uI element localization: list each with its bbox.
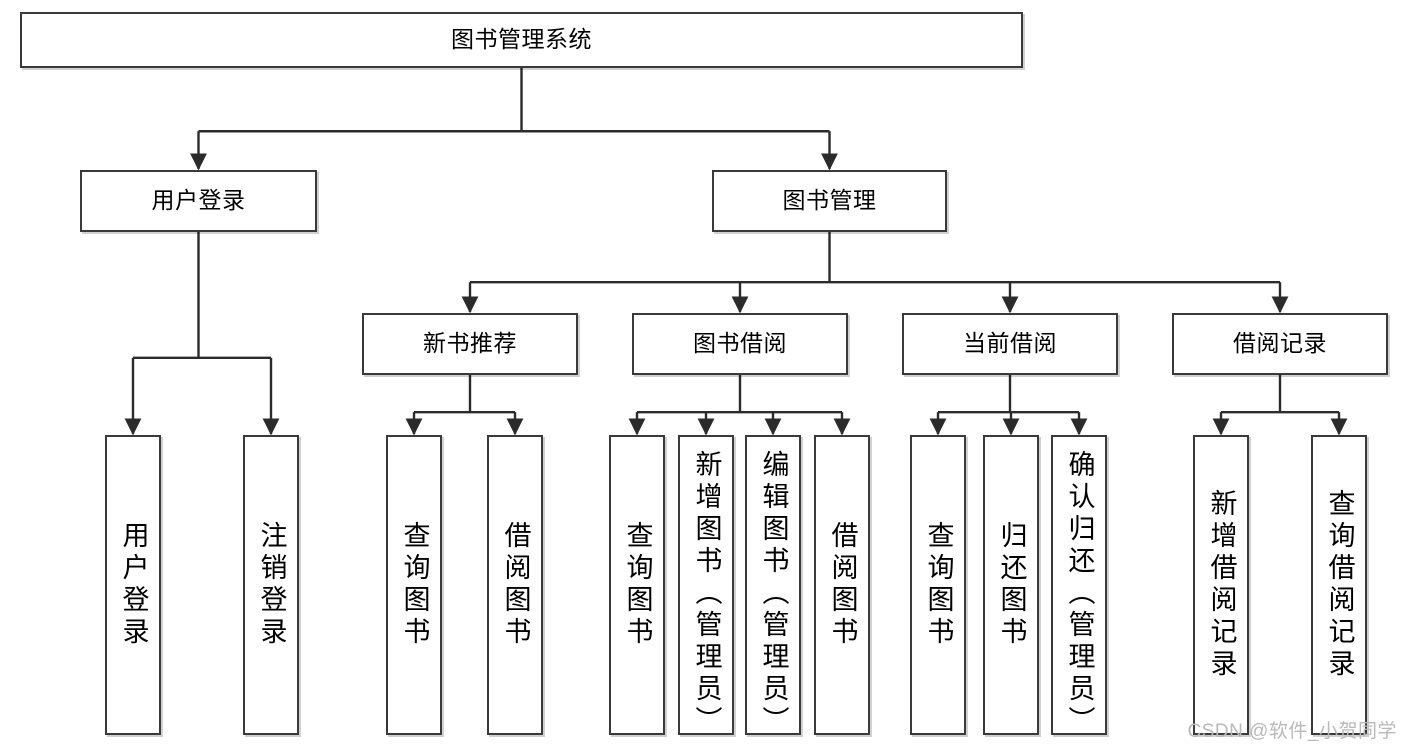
node-label: 用户登录 — [118, 521, 149, 649]
node-borrow[interactable]: 图书借阅 — [632, 313, 848, 375]
node-login[interactable]: 用户登录 — [80, 170, 317, 232]
node-current[interactable]: 当前借阅 — [902, 313, 1118, 375]
node-r_query[interactable]: 查询借阅记录 — [1311, 435, 1367, 735]
node-b_edit[interactable]: 编辑图书（管理员） — [745, 435, 801, 738]
node-label: 借阅图书 — [500, 521, 531, 649]
node-label: 图书管理系统 — [451, 26, 592, 53]
node-c_confirm[interactable]: 确认归还（管理员） — [1051, 435, 1107, 738]
node-n_query[interactable]: 查询图书 — [386, 435, 442, 735]
node-label: 新增图书（管理员） — [691, 450, 722, 738]
node-label: 查询图书 — [923, 521, 954, 649]
node-label: 查询图书 — [622, 521, 653, 649]
node-b_add[interactable]: 新增图书（管理员） — [678, 435, 734, 738]
node-r_add[interactable]: 新增借阅记录 — [1193, 435, 1249, 735]
node-label: 图书借阅 — [693, 330, 787, 357]
node-b_borrow[interactable]: 借阅图书 — [814, 435, 870, 735]
node-label: 新增借阅记录 — [1206, 489, 1237, 681]
node-label: 图书管理 — [782, 187, 877, 214]
node-c_return[interactable]: 归还图书 — [983, 435, 1039, 735]
node-records[interactable]: 借阅记录 — [1172, 313, 1388, 375]
node-b_query[interactable]: 查询图书 — [609, 435, 665, 735]
node-label: 注销登录 — [256, 521, 287, 649]
node-label: 借阅图书 — [827, 521, 858, 649]
node-newrec[interactable]: 新书推荐 — [362, 313, 578, 375]
node-bookmgmt[interactable]: 图书管理 — [712, 170, 947, 232]
node-c_query[interactable]: 查询图书 — [910, 435, 966, 735]
node-label: 当前借阅 — [963, 330, 1057, 357]
node-label: 编辑图书（管理员） — [758, 450, 789, 738]
node-label: 用户登录 — [151, 187, 246, 214]
watermark-label: CSDN @软件_小贺同学 — [1187, 721, 1397, 742]
node-root[interactable]: 图书管理系统 — [20, 12, 1023, 68]
node-l_login[interactable]: 用户登录 — [105, 435, 161, 735]
node-label: 查询图书 — [399, 521, 430, 649]
node-n_borrow[interactable]: 借阅图书 — [487, 435, 543, 735]
node-label: 借阅记录 — [1233, 330, 1327, 357]
node-label: 归还图书 — [996, 521, 1027, 649]
node-label: 确认归还（管理员） — [1064, 450, 1095, 738]
node-l_logout[interactable]: 注销登录 — [243, 435, 299, 735]
node-label: 查询借阅记录 — [1324, 489, 1355, 681]
node-label: 新书推荐 — [423, 330, 517, 357]
